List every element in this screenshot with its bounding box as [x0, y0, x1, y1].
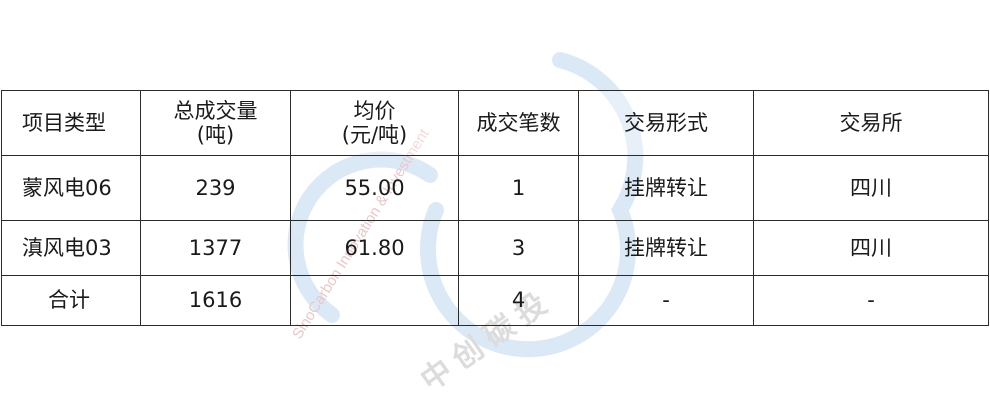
header-total-volume: 总成交量 (吨) [140, 90, 291, 156]
cell-exchange: 四川 [753, 220, 989, 276]
header-trade-form: 交易形式 [578, 90, 754, 156]
table-row: 蒙风电06 239 55.00 1 挂牌转让 四川 [1, 155, 989, 221]
cell-total-avg-price [290, 275, 459, 326]
cell-total-exchange: - [753, 275, 989, 326]
cell-trade-form: 挂牌转让 [578, 155, 754, 221]
cell-count: 3 [458, 220, 579, 276]
cell-total-trade-form: - [578, 275, 754, 326]
header-project-type: 项目类型 [1, 90, 141, 156]
header-deal-count: 成交笔数 [458, 90, 579, 156]
cell-total-volume: 1616 [140, 275, 291, 326]
cell-count: 1 [458, 155, 579, 221]
table-total-row: 合计 1616 4 - - [1, 275, 989, 326]
cell-volume: 1377 [140, 220, 291, 276]
cell-volume: 239 [140, 155, 291, 221]
table-header-row: 项目类型 总成交量 (吨) 均价 (元/吨) 成交笔数 交易形式 交易所 [1, 90, 989, 156]
cell-avg-price: 55.00 [290, 155, 459, 221]
table-row: 滇风电03 1377 61.80 3 挂牌转让 四川 [1, 220, 989, 276]
cell-project-type: 蒙风电06 [1, 155, 141, 221]
cell-project-type: 滇风电03 [1, 220, 141, 276]
cell-total-label: 合计 [1, 275, 141, 326]
trade-summary-table: 项目类型 总成交量 (吨) 均价 (元/吨) 成交笔数 交易形式 交易所 蒙风电… [1, 90, 989, 326]
cell-total-count: 4 [458, 275, 579, 326]
header-exchange: 交易所 [753, 90, 989, 156]
header-average-price: 均价 (元/吨) [290, 90, 459, 156]
cell-trade-form: 挂牌转让 [578, 220, 754, 276]
cell-exchange: 四川 [753, 155, 989, 221]
cell-avg-price: 61.80 [290, 220, 459, 276]
